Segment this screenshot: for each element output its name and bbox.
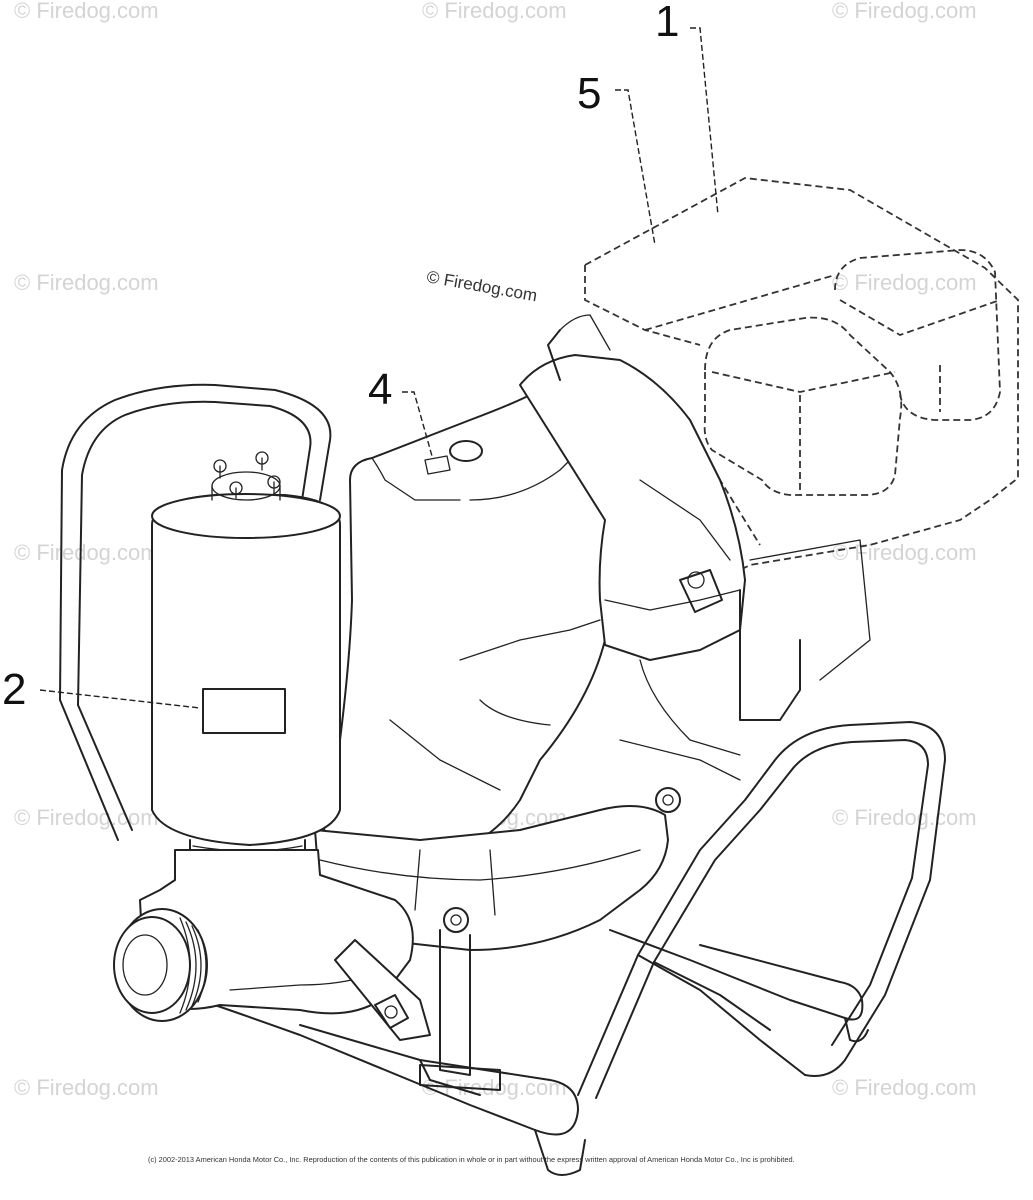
frame	[59, 383, 946, 1099]
watermark: © Firedog.com	[832, 1075, 977, 1100]
watermark: © Firedog.com	[832, 540, 977, 565]
watermark: © Firedog.com	[14, 270, 159, 295]
watermark: © Firedog.com	[832, 270, 977, 295]
watermark: © Firedog.com	[422, 0, 567, 23]
watermark: © Firedog.com	[14, 805, 159, 830]
callout-1: 1	[655, 0, 679, 46]
callout-labels: 1 5 4 2	[2, 0, 679, 714]
callout-leaders	[39, 27, 719, 709]
watermark-center: © Firedog.com	[425, 267, 538, 305]
watermark: © Firedog.com	[832, 0, 977, 23]
suction-tank	[151, 451, 341, 868]
watermark: © Firedog.com	[14, 0, 159, 23]
crank-housing	[519, 314, 871, 781]
watermark: © Firedog.com	[14, 1075, 159, 1100]
callout-5: 5	[577, 69, 601, 118]
tank-label-plate	[202, 688, 286, 734]
watermark: © Firedog.com	[832, 805, 977, 830]
callout-2: 2	[2, 665, 26, 714]
watermark: © Firedog.com	[14, 540, 159, 565]
drain-fitting	[334, 939, 431, 1041]
skid-base	[199, 929, 869, 1176]
copyright-notice: (c) 2002-2013 American Honda Motor Co., …	[148, 1155, 795, 1164]
pump-label-plate	[424, 455, 451, 475]
callout-4: 4	[368, 365, 392, 414]
